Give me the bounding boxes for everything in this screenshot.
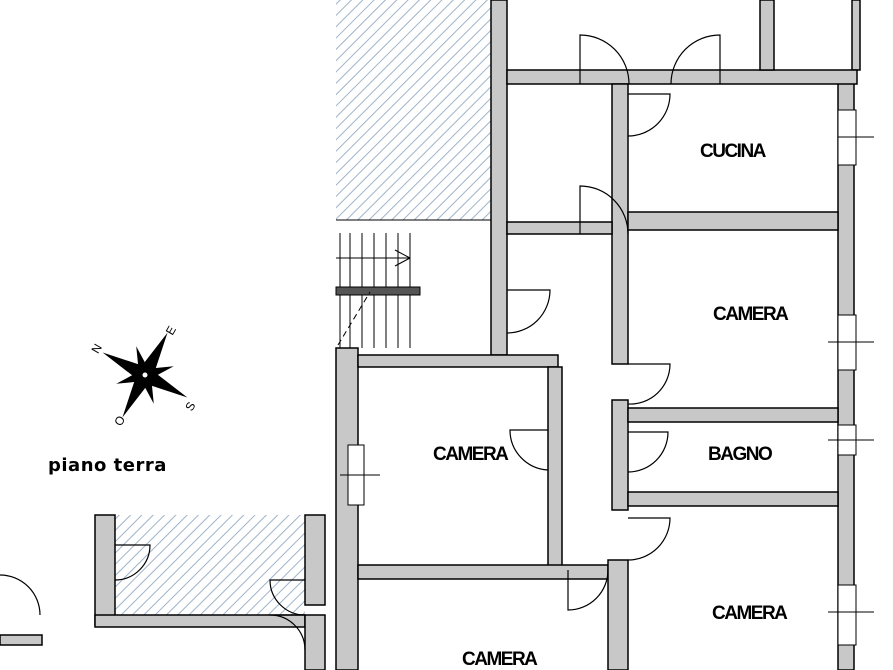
- room-label-bedroom-4: CAMERA: [462, 649, 538, 670]
- compass-east: E: [163, 324, 179, 338]
- room-label-bathroom: BAGNO: [708, 444, 772, 465]
- room-label-kitchen: CUCINA: [700, 141, 767, 162]
- floor-label: piano terra: [48, 455, 167, 476]
- compass-north: N: [88, 341, 104, 356]
- room-label-bedroom-2: CAMERA: [433, 444, 509, 465]
- hatched-terrace-top: [336, 0, 491, 221]
- doors: [0, 34, 721, 651]
- compass-south: S: [182, 399, 198, 413]
- hatched-area-bottom-left: [115, 515, 305, 620]
- windows: [340, 109, 874, 646]
- room-label-bedroom-3: CAMERA: [712, 603, 788, 624]
- walls: [0, 0, 861, 670]
- staircase: [335, 233, 421, 348]
- compass-rose-icon: [102, 332, 188, 418]
- room-label-bedroom-1: CAMERA: [713, 304, 789, 325]
- compass-west: O: [111, 413, 128, 428]
